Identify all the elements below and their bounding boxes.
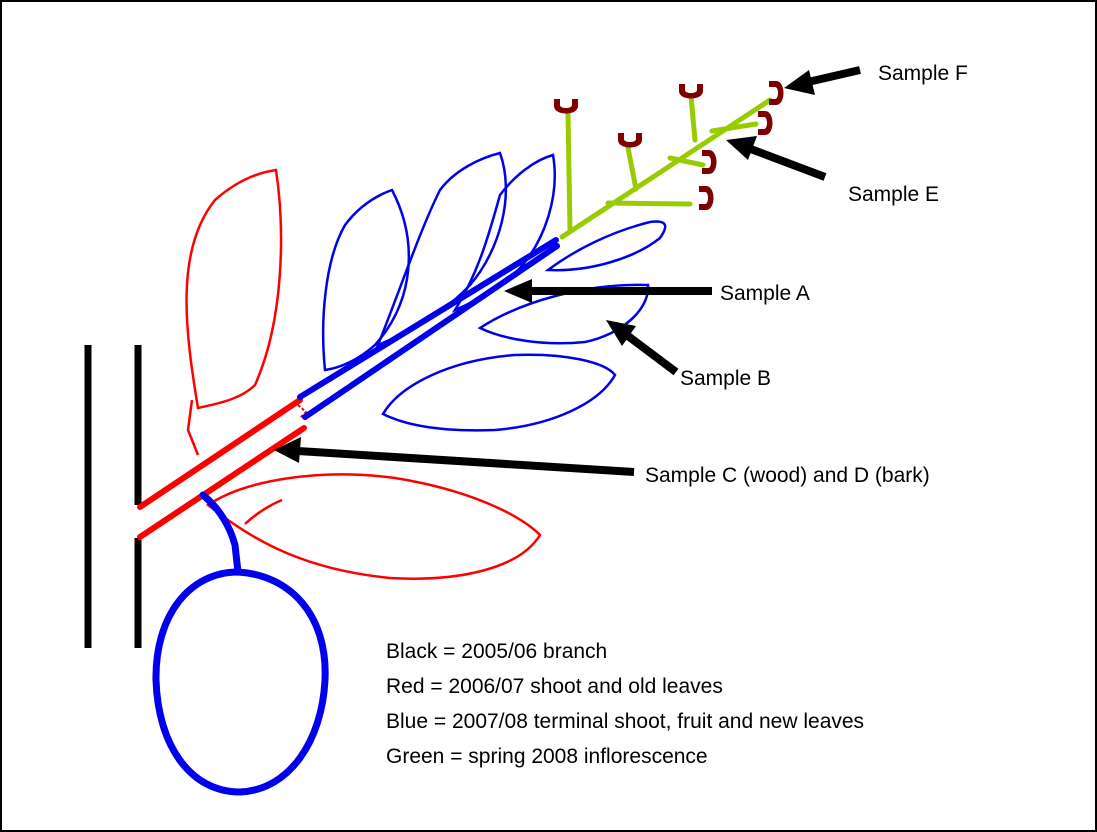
flower-icon xyxy=(769,81,784,105)
shoot-junction-mark xyxy=(297,404,308,419)
terminal-shoot-2007-08 xyxy=(297,237,560,420)
new-leaf-1 xyxy=(321,188,411,372)
new-leaf-6 xyxy=(381,353,617,432)
fruit-stalk xyxy=(199,491,242,576)
old-leaf-lower-vein xyxy=(244,498,283,525)
flower-icon xyxy=(554,99,578,114)
pedicel-3 xyxy=(605,200,693,207)
arrow-sample-b xyxy=(606,320,679,376)
shoot-2006-07 xyxy=(137,397,307,540)
flowers xyxy=(554,81,784,210)
old-shoot-upper-line xyxy=(137,397,303,510)
old-leaf-lower xyxy=(205,473,542,580)
old-leaf-stub xyxy=(186,399,200,456)
flower-icon xyxy=(618,133,642,148)
new-leaf-5 xyxy=(477,283,650,345)
fruit-2007-08 xyxy=(152,491,329,796)
inflorescence-2008 xyxy=(559,93,773,240)
flower-icon xyxy=(699,186,714,210)
label-sample-c-d: Sample C (wood) and D (bark) xyxy=(645,464,930,487)
legend-item-black: Black = 2005/06 branch xyxy=(386,640,607,663)
pedicel-4 xyxy=(667,155,706,168)
flower-icon xyxy=(702,150,717,174)
arrow-sample-e xyxy=(726,136,827,181)
old-leaf-upper xyxy=(185,168,283,410)
legend-item-red: Red = 2006/07 shoot and old leaves xyxy=(386,675,723,698)
legend-item-blue: Blue = 2007/08 terminal shoot, fruit and… xyxy=(386,710,864,733)
arrow-sample-a xyxy=(504,279,712,303)
new-shoot-lower-line xyxy=(302,243,560,420)
flower-icon xyxy=(679,84,703,99)
old-leaves-2006-07 xyxy=(185,168,542,580)
arrow-sample-c-d xyxy=(274,437,635,476)
pedicel-6 xyxy=(709,121,759,134)
pedicel-1 xyxy=(565,109,573,233)
new-leaf-4 xyxy=(544,220,667,272)
pedicel-5 xyxy=(688,93,698,143)
arrows xyxy=(274,66,861,476)
new-leaf-2 xyxy=(375,151,508,348)
label-sample-f: Sample F xyxy=(878,62,968,85)
old-shoot-lower-line xyxy=(137,425,307,540)
legend: Black = 2005/06 branch Red = 2006/07 sho… xyxy=(386,640,864,768)
fruit-body xyxy=(152,568,329,796)
new-leaf-3 xyxy=(451,153,556,313)
label-sample-b: Sample B xyxy=(680,367,771,390)
label-sample-e: Sample E xyxy=(848,183,939,206)
new-leaves-2007-08 xyxy=(321,151,667,432)
inflorescence-axis xyxy=(559,97,773,240)
branch-2005-06 xyxy=(84,345,142,648)
flower-icon xyxy=(758,111,773,135)
arrow-sample-f xyxy=(784,66,861,95)
label-sample-a: Sample A xyxy=(720,282,810,305)
pedicel-2 xyxy=(625,145,639,192)
legend-item-green: Green = spring 2008 inflorescence xyxy=(386,745,708,768)
